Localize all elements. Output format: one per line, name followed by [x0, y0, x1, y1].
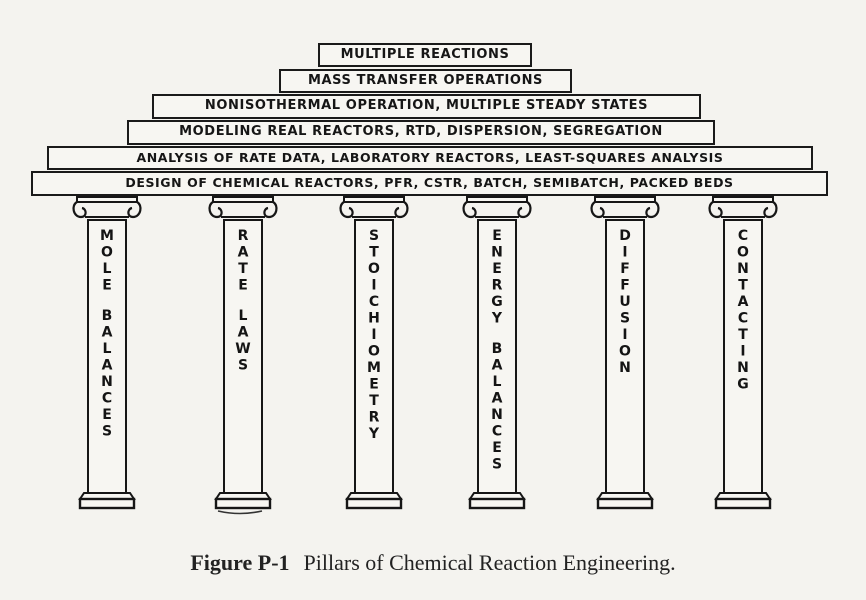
pillar-5-letter: D	[619, 228, 631, 244]
pillar-3-letter: H	[368, 311, 380, 327]
pillar-5-letter: I	[622, 327, 627, 343]
pillar-1-letter: C	[102, 391, 112, 407]
pillar-2-letter: A	[238, 325, 249, 341]
pillar-5-letter: F	[620, 261, 630, 277]
pillar-6-letter: T	[738, 278, 748, 294]
figure-label: Figure P-1	[190, 550, 290, 575]
pillar-2-letter: L	[239, 308, 248, 324]
tier-design-of-chemical-reactors: DESIGN OF CHEMICAL REACTORS, PFR, CSTR, …	[31, 171, 828, 196]
caption-text: Pillars of Chemical Reaction Engineering…	[303, 550, 676, 575]
pen-stroke-mark	[217, 510, 263, 515]
pillar-3-letter: O	[368, 261, 380, 277]
pillar-2-letter: T	[238, 261, 248, 277]
pillar-2-letter: A	[238, 245, 249, 261]
pillar-6-letter: C	[738, 228, 748, 244]
pillar-5-letter: N	[619, 360, 631, 376]
pillar-5-letter: O	[619, 344, 631, 360]
tier-analysis-of-rate-data: ANALYSIS OF RATE DATA, LABORATORY REACTO…	[47, 146, 813, 170]
pillar-6-letter: N	[737, 261, 749, 277]
pillar-1-letter: N	[101, 374, 113, 390]
pillar-3-letter: I	[371, 327, 376, 343]
pillar-6-letter: C	[738, 311, 748, 327]
pillar-1-letter: S	[102, 424, 112, 440]
pillar-6-letter: I	[740, 344, 745, 360]
tier-mass-transfer-operations: MASS TRANSFER OPERATIONS	[279, 69, 572, 93]
pillar-4-letter: E	[492, 228, 502, 244]
pillar-6-letter: O	[737, 245, 749, 261]
pillar-1-letter: A	[102, 358, 113, 374]
pillar-4-letter: B	[492, 341, 503, 357]
pillar-4-letter: N	[491, 245, 503, 261]
pillar-1-letter: L	[103, 261, 112, 277]
pillar-3-letter: M	[367, 360, 381, 376]
pillar-1-letter: L	[103, 341, 112, 357]
tier-nonisothermal-operation: NONISOTHERMAL OPERATION, MULTIPLE STEADY…	[152, 94, 701, 119]
pillar-5-letter: U	[619, 294, 630, 310]
pillar-3-letter: Y	[368, 426, 380, 442]
tier-modeling-real-reactors: MODELING REAL REACTORS, RTD, DISPERSION,…	[127, 120, 715, 145]
pillar-4-letter: N	[491, 407, 503, 423]
pillar-3-letter: T	[369, 245, 379, 261]
pillar-5-letter: S	[620, 311, 630, 327]
pillar-4-letter: E	[492, 261, 502, 277]
pillar-3-letter: E	[369, 377, 379, 393]
pillar-4-letter: E	[492, 440, 502, 456]
pillar-3-letter: T	[369, 393, 379, 409]
tier-multiple-reactions: MULTIPLE REACTIONS	[318, 43, 532, 67]
pillar-3-letter: C	[369, 294, 379, 310]
pillar-5-letter: F	[620, 278, 630, 294]
pillar-1-letter: M	[100, 228, 114, 244]
pillar-4-letter: C	[492, 424, 502, 440]
pillar-6-letter: N	[737, 360, 749, 376]
pillar-3-letter: R	[369, 410, 380, 426]
pillar-6-letter: G	[737, 377, 749, 393]
pillar-2-letter: E	[238, 278, 248, 294]
figure-caption: Figure P-1 Pillars of Chemical Reaction E…	[0, 550, 866, 576]
pillar-6-letter: A	[738, 294, 749, 310]
pillar-1-letter: A	[102, 325, 113, 341]
pillar-3-letter: O	[368, 344, 380, 360]
pillar-1-letter: O	[101, 245, 113, 261]
pillar-4-letter: L	[493, 374, 502, 390]
pillar-3-letter: S	[369, 228, 379, 244]
pillar-4-letter: A	[492, 358, 503, 374]
pillar-4-letter: Y	[491, 311, 503, 327]
pillar-4-letter: A	[492, 391, 503, 407]
pillar-6-letter: T	[738, 327, 748, 343]
pillar-1-letter: B	[102, 308, 113, 324]
pillar-2-letter: S	[238, 358, 248, 374]
pillar-1-letter: E	[102, 278, 112, 294]
pillar-2-letter: R	[238, 228, 249, 244]
pillar-5-letter: I	[622, 245, 627, 261]
pillar-4-letter: G	[491, 294, 503, 310]
pillar-3-letter: I	[371, 278, 376, 294]
pillar-2-letter: W	[235, 341, 250, 357]
pillar-4-letter: R	[492, 278, 503, 294]
pillar-1-letter: E	[102, 407, 112, 423]
pillar-4-letter: S	[492, 457, 502, 473]
